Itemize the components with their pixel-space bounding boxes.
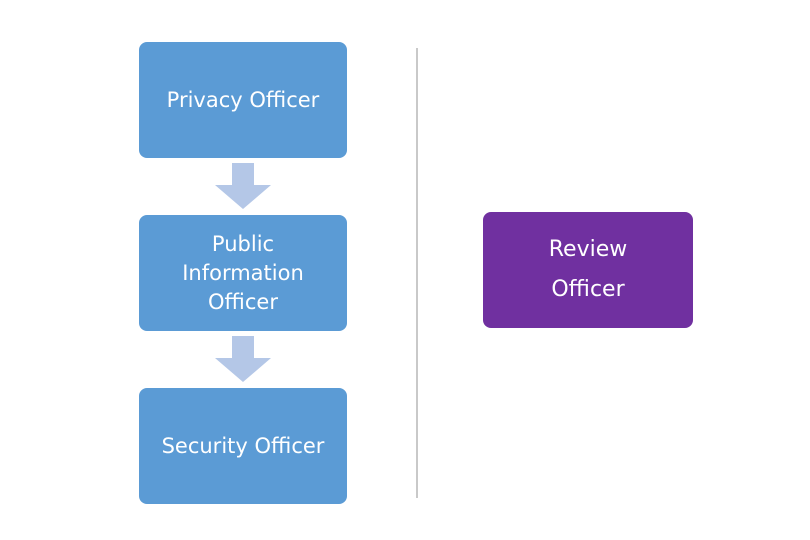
review-officer-label-line-2: Officer (551, 277, 625, 302)
down-arrow-icon (215, 336, 271, 382)
public-information-officer-label-line-2: Information (182, 260, 304, 285)
security-officer-box: Security Officer (139, 388, 347, 504)
public-information-officer-label-line-3: Officer (208, 289, 278, 314)
down-arrow-icon (215, 163, 271, 209)
security-officer-label: Security Officer (161, 433, 325, 458)
vertical-divider (416, 48, 418, 498)
privacy-officer-label: Privacy Officer (166, 87, 320, 112)
public-information-officer-label-line-1: Public (211, 231, 275, 256)
review-officer-label-line-1: Review (548, 237, 628, 262)
review-officer-box: Review Officer (483, 212, 693, 328)
public-information-officer-box: Public Information Officer (139, 215, 347, 331)
privacy-officer-box: Privacy Officer (139, 42, 347, 158)
